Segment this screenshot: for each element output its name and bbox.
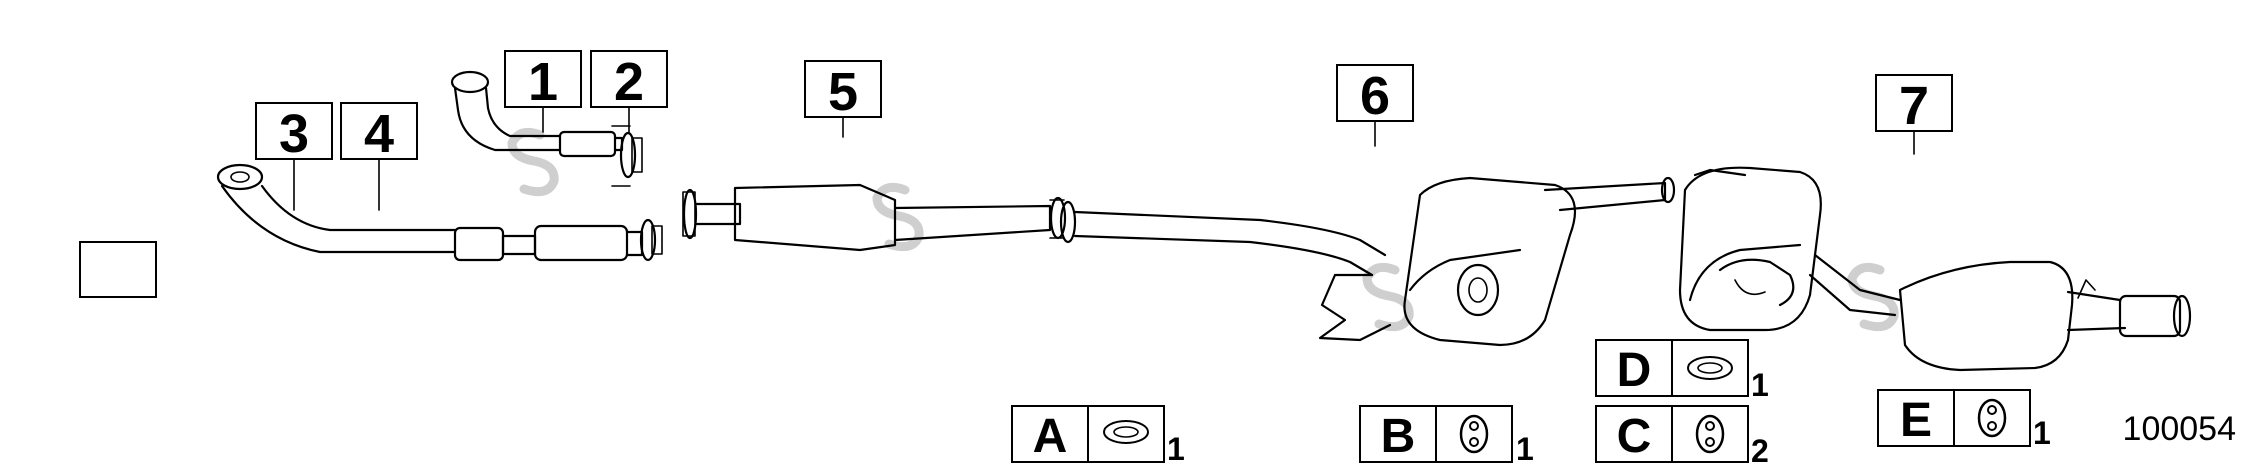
callout-1-label: 1 xyxy=(528,52,558,112)
legend-D: D 1 xyxy=(1595,339,1769,403)
rubber-hanger-icon xyxy=(1977,398,2007,438)
legend-B: B 1 xyxy=(1359,405,1534,467)
callout-7-label: 7 xyxy=(1899,76,1929,136)
callout-6: 6 xyxy=(1336,64,1414,147)
callout-4: 4 xyxy=(340,102,418,211)
ring-gasket-icon xyxy=(1103,420,1149,444)
legend-B-qty: 1 xyxy=(1516,431,1534,467)
front-pipe-upper xyxy=(450,70,643,187)
legend-C: C 2 xyxy=(1595,405,1769,469)
mid-muffler xyxy=(1059,176,1676,347)
watermark-marks xyxy=(507,127,1899,332)
legend-A-letter: A xyxy=(1033,410,1068,463)
legend-D-letter: D xyxy=(1617,344,1652,397)
legend-A: A 1 xyxy=(1011,405,1185,467)
rear-muffler xyxy=(1678,166,2192,372)
callout-5-label: 5 xyxy=(828,62,858,122)
diagram-id: 100054 xyxy=(2123,410,2236,448)
callout-3-label: 3 xyxy=(279,104,309,164)
center-pipe-resonator xyxy=(682,183,1067,252)
callout-2: 2 xyxy=(590,50,668,133)
callout-6-label: 6 xyxy=(1360,66,1390,126)
legend-D-qty: 1 xyxy=(1751,367,1769,403)
rubber-hanger-icon xyxy=(1459,414,1489,454)
callout-7: 7 xyxy=(1875,74,1953,155)
callout-5: 5 xyxy=(804,60,882,138)
legend-C-letter: C xyxy=(1617,410,1652,463)
legend-C-qty: 2 xyxy=(1751,433,1769,469)
callout-2-label: 2 xyxy=(614,52,644,112)
legend-A-qty: 1 xyxy=(1167,431,1185,467)
legend-E-letter: E xyxy=(1900,394,1932,447)
callout-4-label: 4 xyxy=(364,104,394,164)
legend-E-qty: 1 xyxy=(2033,415,2051,451)
ring-gasket-icon xyxy=(1687,356,1733,380)
callout-3: 3 xyxy=(255,102,333,211)
legend-B-letter: B xyxy=(1381,410,1416,463)
rubber-hanger-icon xyxy=(1695,414,1725,454)
empty-reference-box xyxy=(79,241,157,298)
callout-1: 1 xyxy=(504,50,582,133)
legend-E: E 1 xyxy=(1877,389,2051,451)
front-pipe-lower xyxy=(216,163,663,262)
